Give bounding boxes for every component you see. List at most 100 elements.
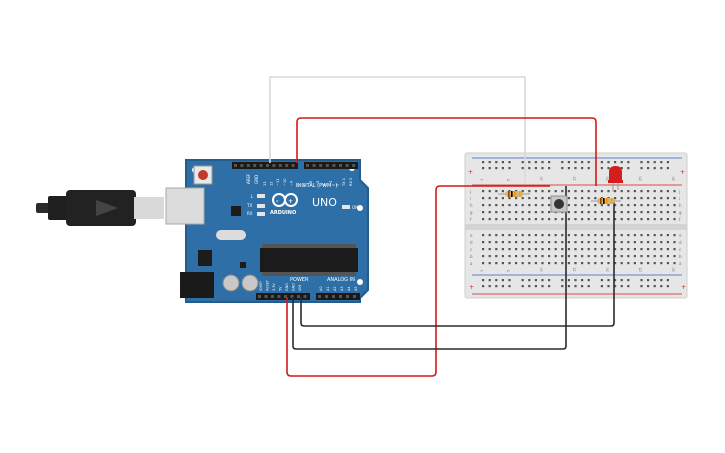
header-hole[interactable]	[339, 164, 342, 167]
breadboard-hole[interactable]	[482, 218, 485, 221]
breadboard-hole[interactable]	[666, 167, 669, 170]
breadboard-hole[interactable]	[673, 204, 676, 207]
breadboard-hole[interactable]	[521, 255, 524, 258]
breadboard-hole[interactable]	[508, 167, 511, 170]
breadboard-hole[interactable]	[501, 190, 504, 193]
breadboard-hole[interactable]	[614, 262, 617, 265]
breadboard-hole[interactable]	[581, 279, 584, 282]
breadboard-hole[interactable]	[653, 161, 656, 164]
breadboard-hole[interactable]	[620, 197, 623, 200]
breadboard-hole[interactable]	[653, 279, 656, 282]
breadboard-hole[interactable]	[614, 197, 617, 200]
breadboard-hole[interactable]	[660, 255, 663, 258]
breadboard-hole[interactable]	[660, 279, 663, 282]
breadboard-hole[interactable]	[482, 161, 485, 164]
breadboard-hole[interactable]	[541, 279, 544, 282]
breadboard-hole[interactable]	[534, 262, 537, 265]
breadboard-hole[interactable]	[515, 197, 518, 200]
breadboard-hole[interactable]	[620, 262, 623, 265]
breadboard-hole[interactable]	[561, 241, 564, 244]
breadboard-hole[interactable]	[594, 241, 597, 244]
breadboard-hole[interactable]	[614, 161, 617, 164]
breadboard-hole[interactable]	[607, 211, 610, 214]
header-hole[interactable]	[277, 295, 281, 298]
breadboard-hole[interactable]	[488, 197, 491, 200]
digital-header-lower[interactable]	[304, 162, 358, 169]
breadboard-hole[interactable]	[488, 190, 491, 193]
breadboard-hole[interactable]	[633, 190, 636, 193]
wire-red-5v[interactable]	[286, 185, 550, 377]
breadboard-hole[interactable]	[633, 255, 636, 258]
breadboard-hole[interactable]	[666, 197, 669, 200]
breadboard-hole[interactable]	[534, 255, 537, 258]
breadboard-hole[interactable]	[574, 262, 577, 265]
breadboard-hole[interactable]	[488, 211, 491, 214]
breadboard-hole[interactable]	[647, 197, 650, 200]
breadboard-hole[interactable]	[614, 211, 617, 214]
breadboard-hole[interactable]	[587, 190, 590, 193]
breadboard-hole[interactable]	[587, 255, 590, 258]
breadboard-hole[interactable]	[528, 204, 531, 207]
breadboard-hole[interactable]	[561, 285, 564, 288]
breadboard-hole[interactable]	[620, 248, 623, 251]
breadboard-hole[interactable]	[607, 161, 610, 164]
breadboard-hole[interactable]	[647, 167, 650, 170]
breadboard-hole[interactable]	[587, 197, 590, 200]
breadboard-hole[interactable]	[627, 167, 630, 170]
breadboard-hole[interactable]	[607, 248, 610, 251]
breadboard-hole[interactable]	[482, 204, 485, 207]
breadboard-hole[interactable]	[640, 279, 643, 282]
breadboard-hole[interactable]	[482, 285, 485, 288]
breadboard-hole[interactable]	[567, 167, 570, 170]
breadboard-hole[interactable]	[515, 248, 518, 251]
breadboard-hole[interactable]	[647, 262, 650, 265]
breadboard-hole[interactable]	[620, 161, 623, 164]
breadboard-hole[interactable]	[515, 204, 518, 207]
breadboard-hole[interactable]	[501, 285, 504, 288]
breadboard-hole[interactable]	[521, 248, 524, 251]
breadboard-hole[interactable]	[548, 255, 551, 258]
breadboard-hole[interactable]	[600, 167, 603, 170]
breadboard-hole[interactable]	[501, 279, 504, 282]
breadboard-hole[interactable]	[627, 285, 630, 288]
breadboard-hole[interactable]	[561, 279, 564, 282]
breadboard-hole[interactable]	[627, 211, 630, 214]
breadboard-hole[interactable]	[567, 218, 570, 221]
breadboard-hole[interactable]	[666, 204, 669, 207]
breadboard-hole[interactable]	[561, 167, 564, 170]
breadboard-hole[interactable]	[567, 285, 570, 288]
breadboard-hole[interactable]	[554, 255, 557, 258]
breadboard-hole[interactable]	[508, 234, 511, 237]
breadboard-hole[interactable]	[673, 248, 676, 251]
breadboard-hole[interactable]	[488, 262, 491, 265]
breadboard-hole[interactable]	[607, 190, 610, 193]
breadboard-hole[interactable]	[501, 197, 504, 200]
header-hole[interactable]	[284, 295, 287, 298]
header-hole[interactable]	[325, 295, 328, 298]
breadboard-hole[interactable]	[554, 190, 557, 193]
breadboard-hole[interactable]	[548, 234, 551, 237]
breadboard-hole[interactable]	[567, 197, 570, 200]
breadboard-hole[interactable]	[521, 241, 524, 244]
breadboard-hole[interactable]	[501, 218, 504, 221]
breadboard-hole[interactable]	[600, 234, 603, 237]
breadboard-hole[interactable]	[647, 161, 650, 164]
breadboard-hole[interactable]	[581, 255, 584, 258]
header-hole[interactable]	[240, 164, 244, 167]
breadboard-hole[interactable]	[548, 204, 551, 207]
breadboard-hole[interactable]	[633, 204, 636, 207]
breadboard-hole[interactable]	[534, 241, 537, 244]
breadboard-hole[interactable]	[647, 211, 650, 214]
breadboard-hole[interactable]	[640, 234, 643, 237]
breadboard-hole[interactable]	[528, 248, 531, 251]
breadboard-holes[interactable]	[482, 161, 676, 288]
breadboard-hole[interactable]	[620, 167, 623, 170]
breadboard-hole[interactable]	[548, 285, 551, 288]
breadboard-hole[interactable]	[594, 197, 597, 200]
breadboard-hole[interactable]	[660, 248, 663, 251]
breadboard-hole[interactable]	[515, 211, 518, 214]
header-hole[interactable]	[353, 295, 356, 298]
breadboard-hole[interactable]	[495, 285, 498, 288]
breadboard-hole[interactable]	[581, 190, 584, 193]
breadboard-hole[interactable]	[673, 262, 676, 265]
